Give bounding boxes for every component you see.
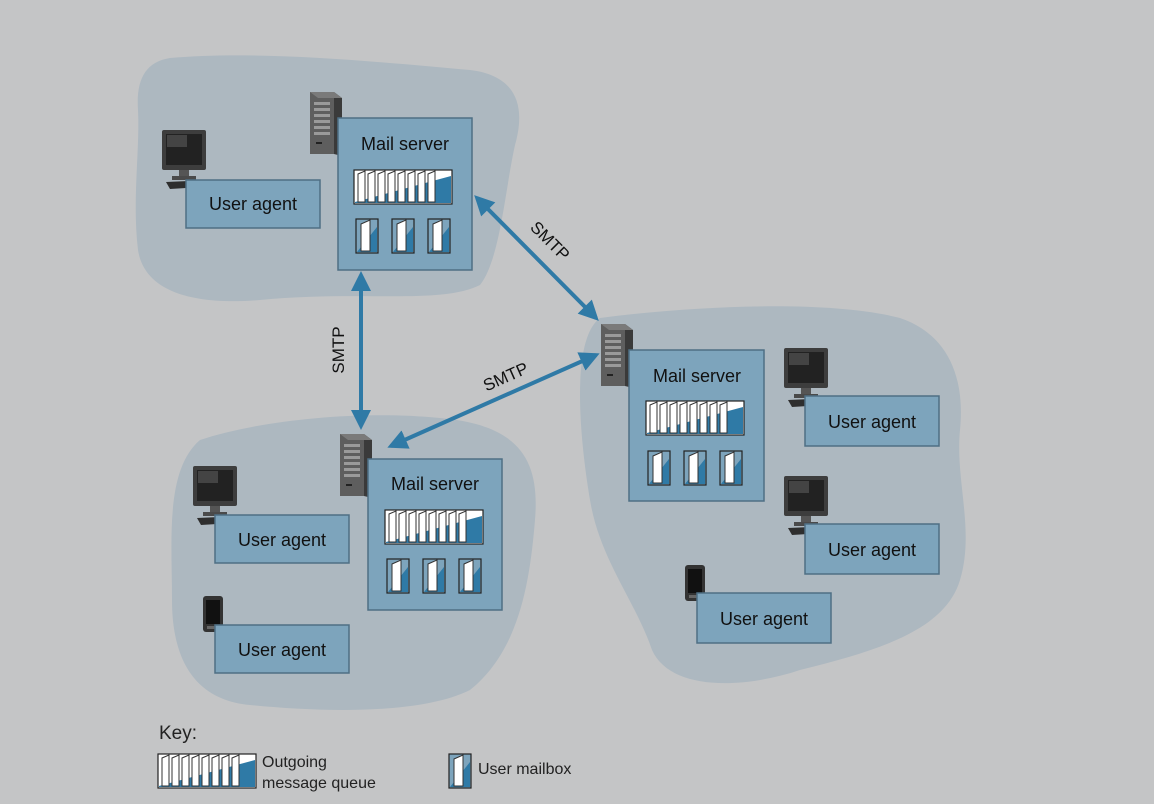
mail-server-box: Mail server (367, 458, 503, 611)
mailbox-icon (647, 450, 671, 486)
mailbox-icon (386, 558, 410, 594)
mailbox-icon (458, 558, 482, 594)
user-agent-box: User agent (214, 514, 350, 564)
mail-server-box: Mail server (337, 117, 473, 271)
mailbox-icon (448, 753, 472, 789)
user-agent-label: User agent (238, 530, 326, 550)
mailbox-icon (719, 450, 743, 486)
message-queue-icon (157, 753, 257, 789)
mailbox-icon (683, 450, 707, 486)
key-title: Key: (159, 723, 198, 744)
mail-server-box: Mail server (628, 349, 765, 502)
mail-server-label: Mail server (361, 134, 449, 154)
key-mailbox-label: User mailbox (478, 761, 572, 778)
key-outgoing-label: Outgoing message queue (262, 752, 376, 794)
mailbox-icon (422, 558, 446, 594)
user-agent-box: User agent (214, 624, 350, 674)
mail-server-label: Mail server (391, 474, 479, 494)
mail-server-label: Mail server (653, 366, 741, 386)
user-agent-label: User agent (209, 194, 297, 214)
user-agent-label: User agent (828, 540, 916, 560)
key-outgoing-line2: message queue (262, 775, 376, 792)
message-queue-icon (384, 509, 484, 545)
user-agent-box: User agent (696, 592, 832, 644)
server-tower-icon (340, 434, 372, 498)
user-agent-box: User agent (185, 179, 321, 229)
user-agent-box: User agent (804, 523, 940, 575)
server-tower-icon (310, 92, 342, 156)
smtp-link-top-right (474, 195, 599, 321)
server-tower-icon (601, 324, 633, 388)
smtp-link-bottom-right (387, 352, 600, 449)
message-queue-icon (645, 400, 745, 436)
user-agent-box: User agent (804, 395, 940, 447)
smtp-label: SMTP (480, 359, 531, 396)
user-agent-label: User agent (828, 412, 916, 432)
mailbox-icon (391, 218, 415, 254)
user-agent-label: User agent (720, 609, 808, 629)
key-outgoing-line1: Outgoing (262, 754, 327, 771)
smtp-label: SMTP (329, 326, 348, 373)
user-agent-label: User agent (238, 640, 326, 660)
mailbox-icon (427, 218, 451, 254)
mailbox-icon (355, 218, 379, 254)
message-queue-icon (353, 169, 453, 205)
